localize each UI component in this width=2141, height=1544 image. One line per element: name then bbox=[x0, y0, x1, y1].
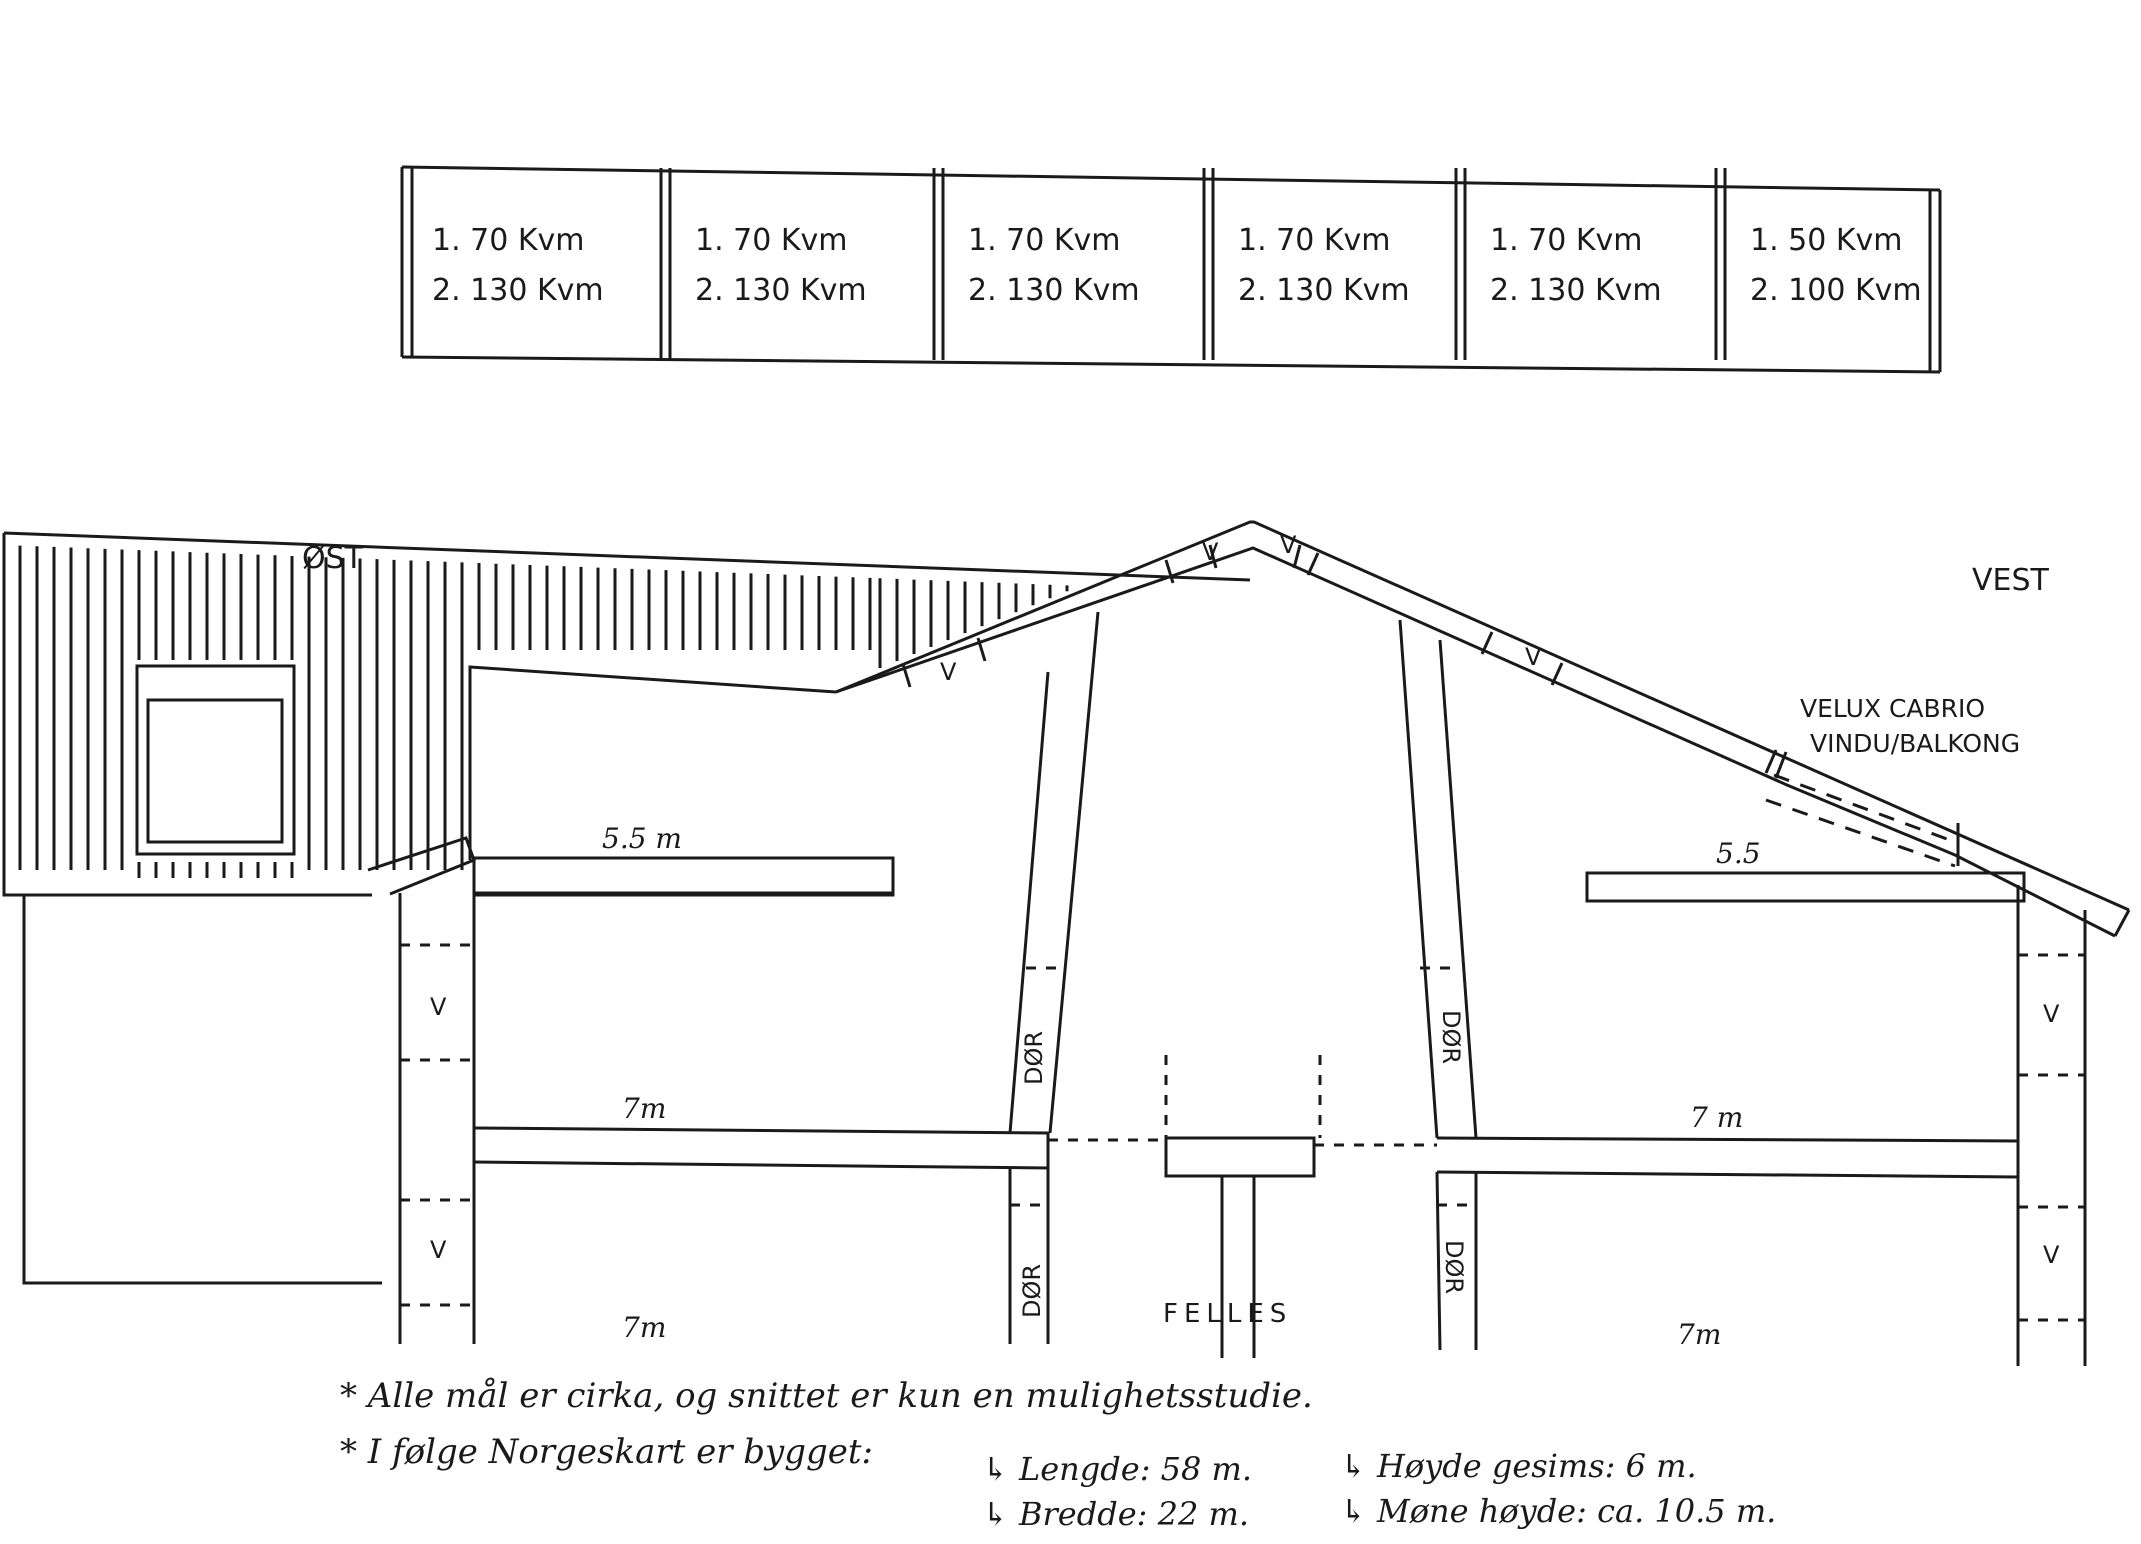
window-mark: V bbox=[430, 993, 447, 1021]
note-eaves-height: ↳ Høyde gesims: 6 m. bbox=[1340, 1447, 1697, 1485]
window-mark: V bbox=[2043, 1000, 2060, 1028]
window-mark: V bbox=[1202, 538, 1219, 566]
dim-attic-west: 5.5 bbox=[1716, 837, 1761, 870]
door-label-east-upper: DØR bbox=[1020, 1031, 1048, 1085]
facade-window bbox=[135, 664, 296, 856]
unit-cell-line2: 2. 100 Kvm bbox=[1750, 273, 1922, 308]
roof-outer bbox=[835, 520, 2130, 912]
unit-cell: 1. 70 Kvm 2. 130 Kvm bbox=[1238, 223, 1410, 308]
mid-floor-west bbox=[1436, 1136, 2020, 1179]
dim-ground-east: 7m bbox=[622, 1311, 666, 1344]
window-mark: V bbox=[940, 658, 957, 686]
attic-floor-west bbox=[1585, 871, 2026, 903]
unit-cell-line2: 2. 130 Kvm bbox=[695, 273, 867, 308]
velux-label-line1: VELUX CABRIO bbox=[1800, 694, 1985, 723]
unit-cell-line1: 1. 50 Kvm bbox=[1750, 223, 1903, 258]
note-approximate: * Alle mål er cirka, og snittet er kun e… bbox=[340, 1376, 1313, 1416]
velux-opening bbox=[1765, 773, 1956, 868]
unit-cell: 1. 70 Kvm 2. 130 Kvm bbox=[968, 223, 1140, 308]
note-width: ↳ Bredde: 22 m. bbox=[982, 1495, 1249, 1533]
dim-mid-east: 7m bbox=[622, 1092, 666, 1125]
attic-floor-east bbox=[472, 856, 895, 897]
door-label-east-lower: DØR bbox=[1018, 1264, 1046, 1318]
annex-outline bbox=[22, 895, 382, 1285]
section-labels: ØST VEST VELUX CABRIO VINDU/BALKONG 5.5 … bbox=[302, 531, 2060, 1351]
door-label-west-lower: DØR bbox=[1440, 1240, 1468, 1294]
unit-cell-line1: 1. 70 Kvm bbox=[968, 223, 1121, 258]
dim-attic-east: 5.5 m bbox=[602, 822, 682, 855]
unit-cell: 1. 70 Kvm 2. 130 Kvm bbox=[695, 223, 867, 308]
common-platform bbox=[1164, 1136, 1316, 1178]
window-marks: V V V V V V V V bbox=[430, 531, 2060, 1269]
mid-floor-east bbox=[473, 1126, 1050, 1170]
building-section bbox=[2, 520, 2131, 1366]
unit-area-table bbox=[400, 165, 1942, 374]
unit-cell-line2: 2. 130 Kvm bbox=[968, 273, 1140, 308]
velux-label-line2: VINDU/BALKONG bbox=[1810, 729, 2020, 758]
door-label-west-upper: DØR bbox=[1437, 1010, 1465, 1064]
roof-inner bbox=[835, 546, 2116, 938]
facade-siding bbox=[18, 545, 1069, 878]
unit-cell-line1: 1. 70 Kvm bbox=[1238, 223, 1391, 258]
note-ridge-height: ↳ Møne høyde: ca. 10.5 m. bbox=[1340, 1492, 1776, 1530]
unit-cell-line2: 2. 130 Kvm bbox=[432, 273, 604, 308]
window-mark: V bbox=[430, 1236, 447, 1264]
dim-mid-west: 7 m bbox=[1690, 1101, 1743, 1134]
window-mark: V bbox=[1525, 643, 1542, 671]
window-mark: V bbox=[1280, 531, 1297, 559]
unit-cell-line1: 1. 70 Kvm bbox=[695, 223, 848, 258]
unit-cell-line2: 2. 130 Kvm bbox=[1238, 273, 1410, 308]
unit-cell-line1: 1. 70 Kvm bbox=[432, 223, 585, 258]
east-label: ØST bbox=[302, 541, 364, 576]
notes: * Alle mål er cirka, og snittet er kun e… bbox=[340, 1376, 1776, 1533]
window-mark: V bbox=[2043, 1241, 2060, 1269]
unit-cell-line1: 1. 70 Kvm bbox=[1490, 223, 1643, 258]
west-label: VEST bbox=[1972, 563, 2050, 598]
unit-cell: 1. 70 Kvm 2. 130 Kvm bbox=[432, 223, 604, 308]
note-norgeskart: * I følge Norgeskart er bygget: bbox=[340, 1432, 873, 1472]
unit-cell-line2: 2. 130 Kvm bbox=[1490, 273, 1662, 308]
unit-cell: 1. 70 Kvm 2. 130 Kvm bbox=[1490, 223, 1662, 308]
common-label: FELLES bbox=[1163, 1299, 1292, 1329]
dim-ground-west: 7m bbox=[1677, 1318, 1721, 1351]
unit-cell: 1. 50 Kvm 2. 100 Kvm bbox=[1750, 223, 1922, 308]
note-length: ↳ Lengde: 58 m. bbox=[982, 1450, 1252, 1488]
